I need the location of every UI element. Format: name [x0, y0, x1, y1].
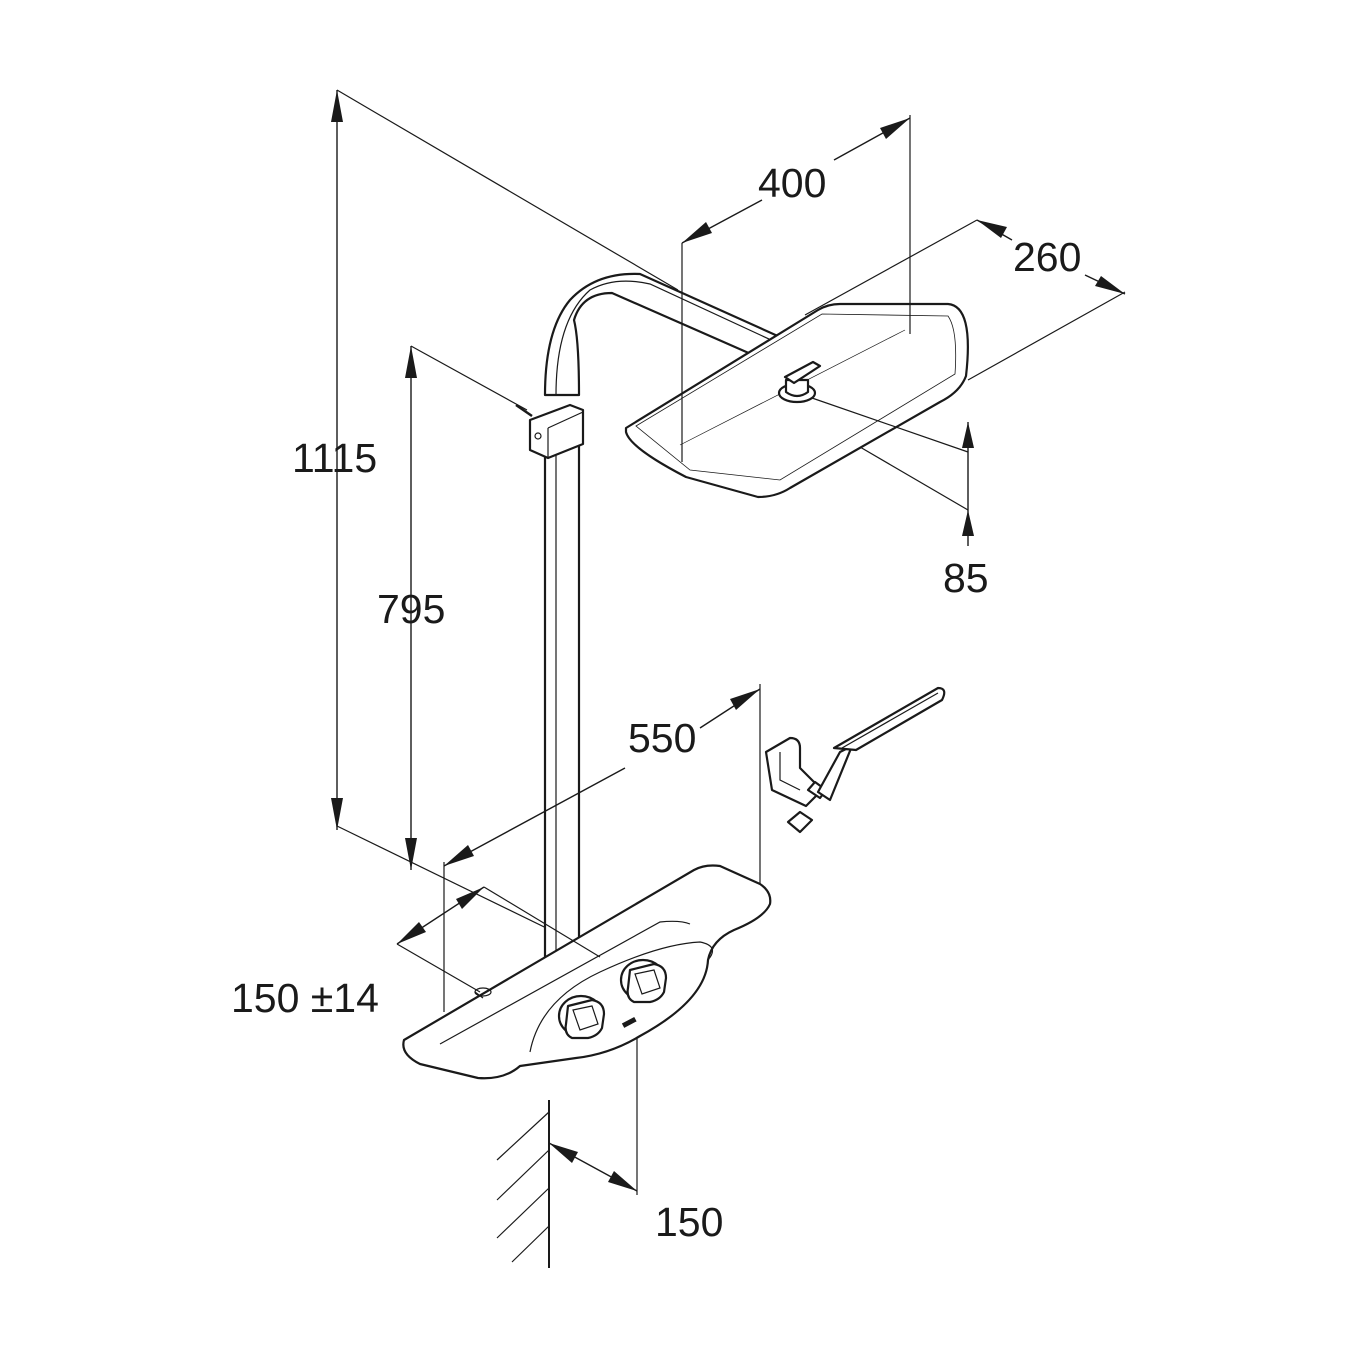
dimension-wall-distance-adjust: 150 ±14	[231, 886, 601, 1021]
dimension-label-bar-height: 795	[377, 586, 445, 632]
dimension-label-shelf-width: 550	[628, 715, 696, 761]
overhead-shower-head	[624, 302, 969, 499]
dimension-bar-height: 795	[377, 345, 528, 870]
dimension-label-overall-height: 1115	[292, 435, 377, 481]
dimension-head-width: 260	[804, 219, 1126, 381]
temperature-knob	[557, 994, 606, 1040]
dimension-label-wall-distance-adjust: 150 ±14	[231, 975, 379, 1021]
dimension-overall-height: 1115	[292, 89, 679, 943]
hand-shower	[764, 686, 946, 834]
flow-knob	[619, 958, 668, 1004]
dimension-head-arm: 400	[681, 115, 911, 462]
thermostat-shelf	[402, 864, 772, 1080]
dimension-label-head-thickness: 85	[943, 555, 989, 601]
dimension-label-wall-to-mixer: 150	[655, 1199, 723, 1245]
dimension-wall-to-mixer: 150	[548, 1038, 723, 1245]
wall-section	[496, 1100, 550, 1268]
dimension-head-thickness: 85	[811, 397, 989, 601]
dimension-label-head-width: 260	[1013, 234, 1081, 280]
dimension-shelf-width: 550	[443, 684, 761, 1012]
dimension-label-head-arm: 400	[758, 160, 826, 206]
